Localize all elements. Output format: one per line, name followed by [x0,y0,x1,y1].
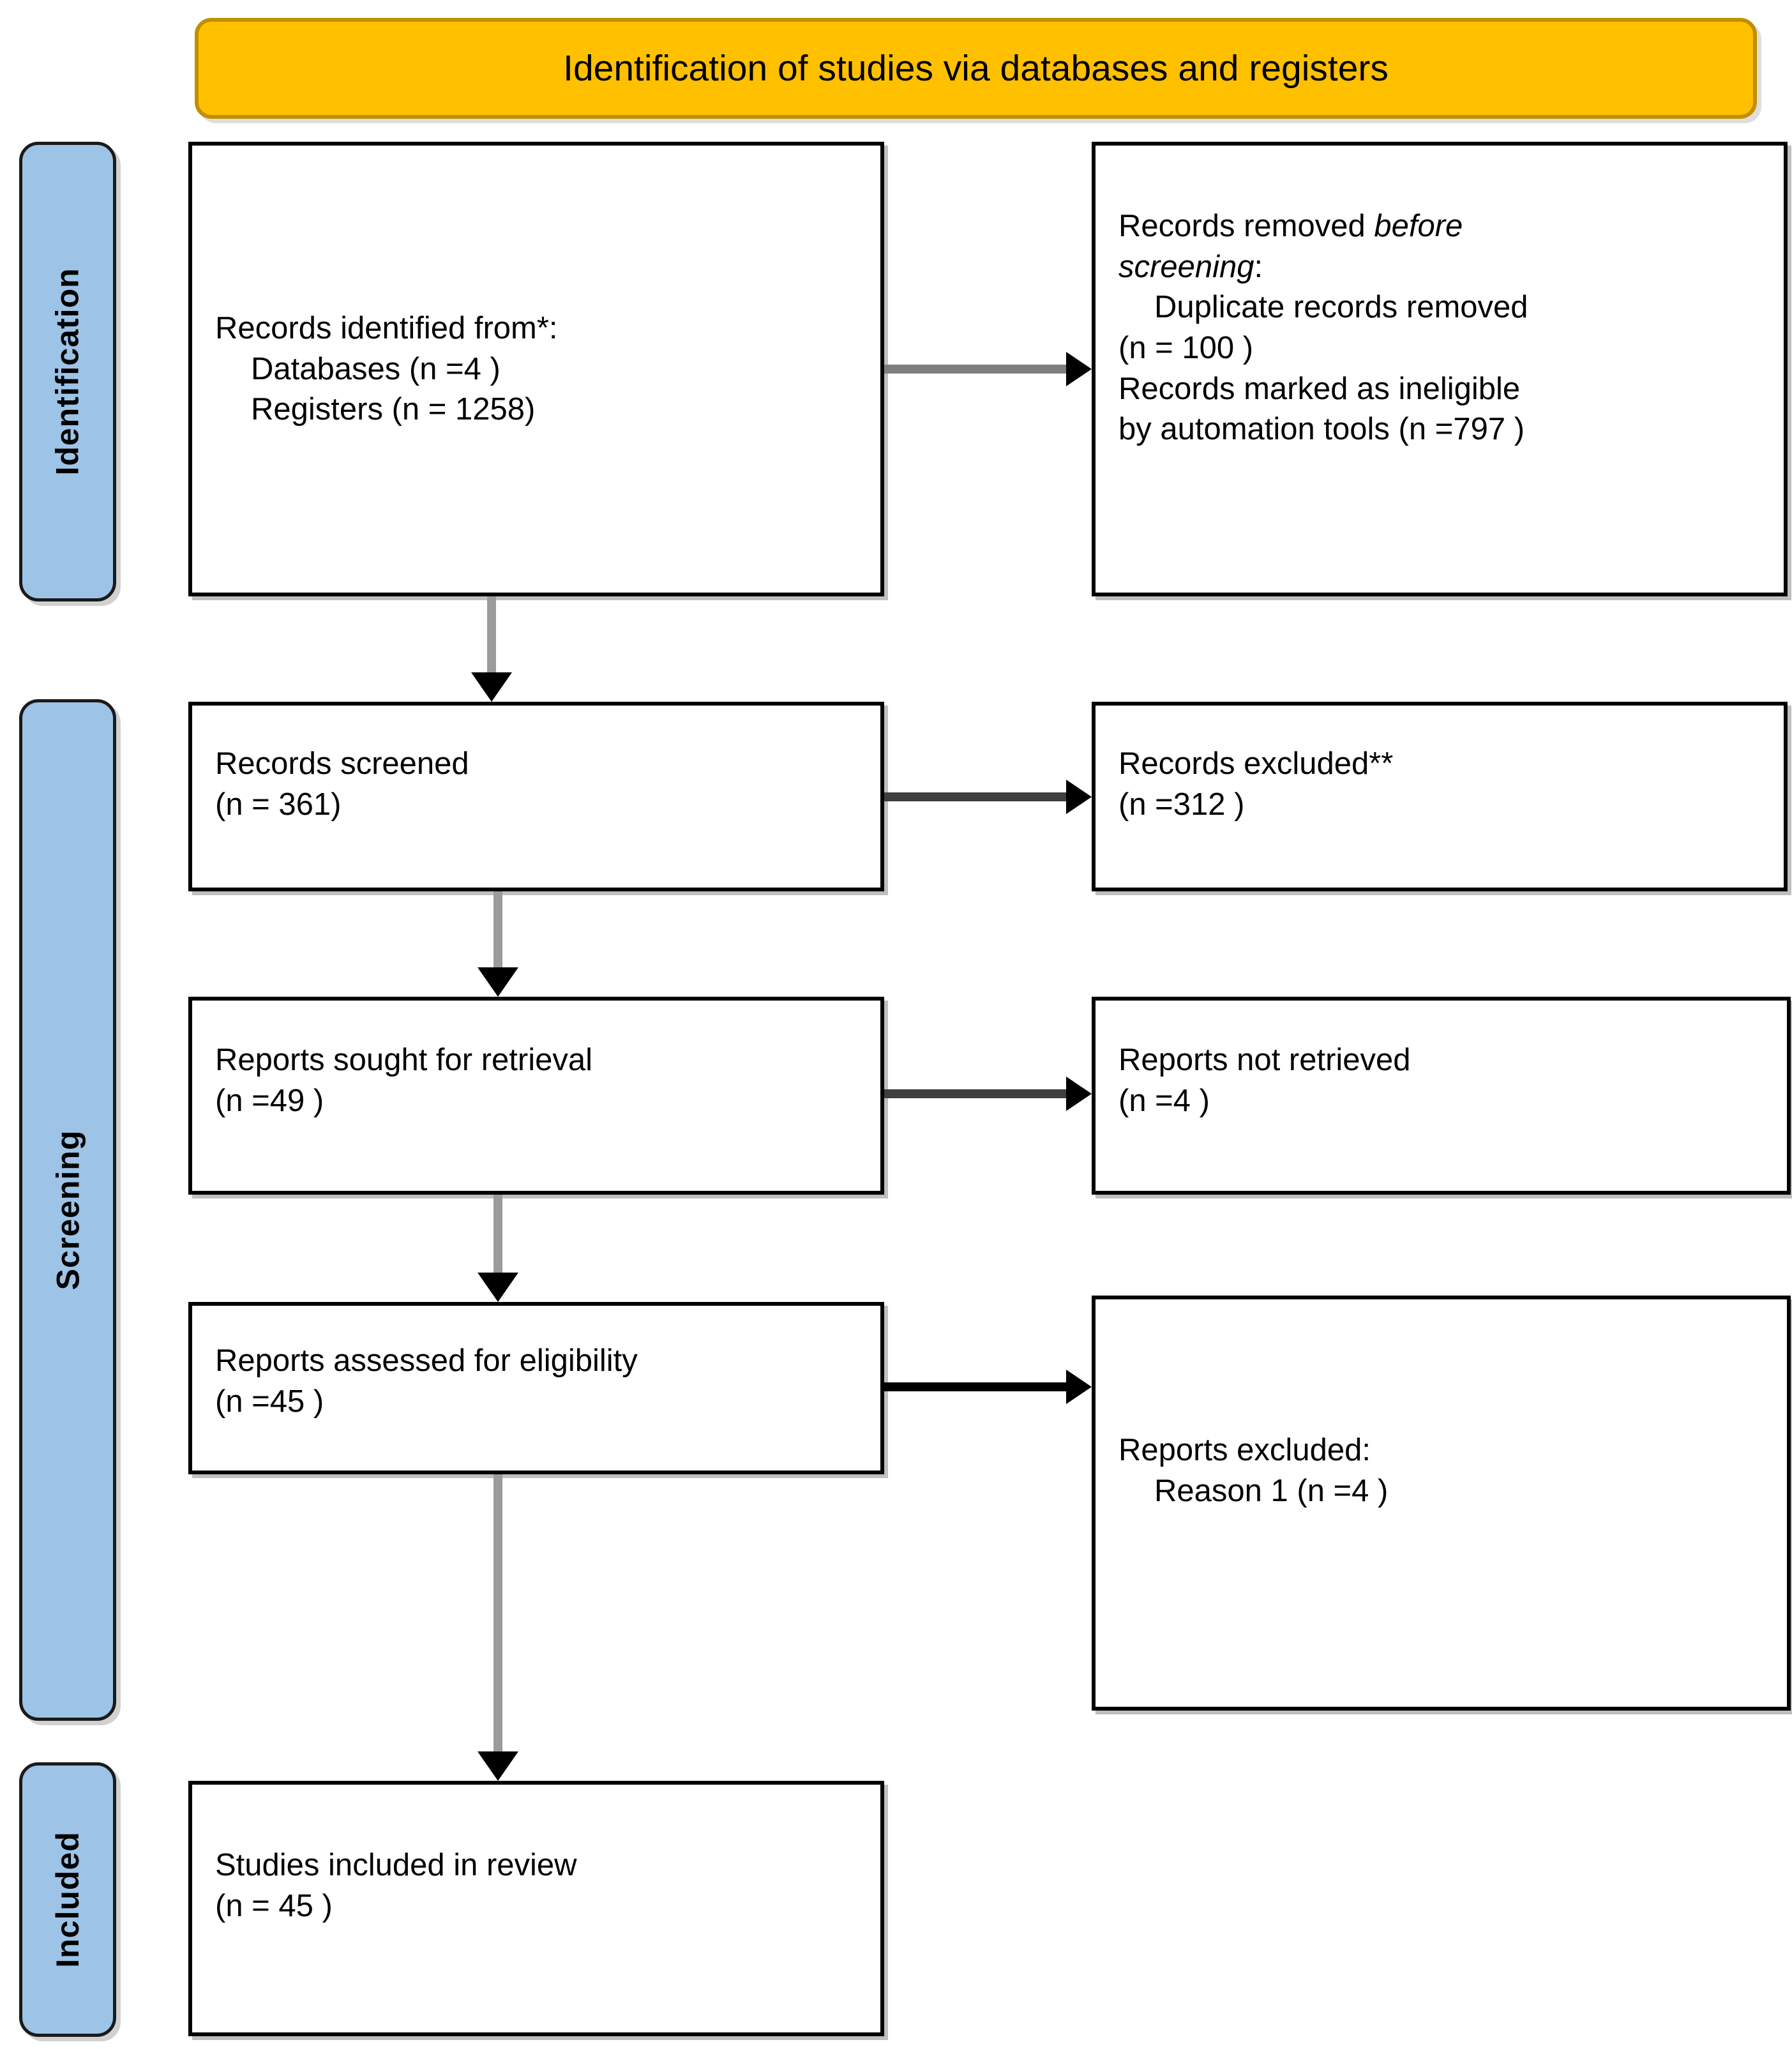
records-identified-line3: Registers (n = 1258) [251,392,536,427]
box-reports-excluded-body: Reports excluded: Reason 1 (n =4 ) [1118,1430,1774,1511]
stage-label-included: Included [19,1762,116,2037]
reports-not-retrieved-line1: Reports not retrieved [1118,1043,1411,1077]
arrow-head-icon [478,1273,518,1302]
arrow-head-icon [1066,1370,1092,1404]
box-records-screened: Records screened (n = 361) [188,702,884,891]
studies-included-line2: (n = 45 ) [215,1888,333,1923]
box-reports-excluded: Reports excluded: Reason 1 (n =4 ) [1092,1296,1791,1711]
box-records-removed-body: Records removed before screening: Duplic… [1118,206,1771,450]
records-removed-line1-plain: Records removed [1118,209,1374,243]
box-records-removed: Records removed before screening: Duplic… [1092,142,1788,596]
arrow-head-icon [1066,352,1092,386]
records-removed-line4: (n = 100 ) [1118,331,1254,366]
records-screened-line2: (n = 361) [215,787,342,822]
stage-label-included-text: Included [50,1831,86,1968]
header-banner-title: Identification of studies via databases … [563,48,1389,89]
arrow-shaft [884,792,1068,801]
box-reports-assessed: Reports assessed for eligibility (n =45 … [188,1302,884,1474]
reports-assessed-line1: Reports assessed for eligibility [215,1343,638,1378]
records-excluded-line2: (n =312 ) [1118,787,1245,822]
reports-excluded-line2: Reason 1 (n =4 ) [1154,1473,1389,1508]
arrow-head-icon [1066,780,1092,814]
box-reports-sought-body: Reports sought for retrieval (n =49 ) [215,1040,868,1121]
records-excluded-line1: Records excluded** [1118,746,1394,781]
arrow-shaft [493,1195,502,1274]
records-removed-line3: Duplicate records removed [1154,290,1528,325]
records-removed-line2: screening: [1118,247,1771,288]
arrow-head-icon [478,1751,518,1781]
box-records-screened-body: Records screened (n = 361) [215,744,868,825]
stage-label-screening-text: Screening [50,1130,86,1290]
reports-sought-line2: (n =49 ) [215,1083,324,1118]
arrow-head-icon [1066,1077,1092,1111]
records-removed-line2-plain: : [1254,249,1263,284]
header-banner: Identification of studies via databases … [195,18,1757,119]
records-removed-line1-italic: before [1374,209,1463,243]
box-studies-included: Studies included in review (n = 45 ) [188,1781,884,2036]
records-removed-line5: Records marked as ineligible [1118,371,1521,406]
arrow-shaft [884,1382,1068,1391]
studies-included-line1: Studies included in review [215,1848,577,1882]
box-records-identified-body: Records identified from*: Databases (n =… [215,308,868,430]
records-identified-line2: Databases (n =4 ) [251,351,501,386]
reports-excluded-line1: Reports excluded: [1118,1433,1371,1467]
box-studies-included-body: Studies included in review (n = 45 ) [215,1845,868,1926]
arrow-head-icon [471,672,512,702]
arrow-shaft [493,1474,502,1754]
box-records-excluded-body: Records excluded** (n =312 ) [1118,744,1771,825]
box-reports-not-retrieved: Reports not retrieved (n =4 ) [1092,997,1791,1195]
box-records-excluded: Records excluded** (n =312 ) [1092,702,1788,891]
reports-assessed-line2: (n =45 ) [215,1384,324,1419]
records-removed-line6: by automation tools (n =797 ) [1118,412,1525,447]
records-screened-line1: Records screened [215,746,469,781]
box-records-identified: Records identified from*: Databases (n =… [188,142,884,596]
box-reports-sought: Reports sought for retrieval (n =49 ) [188,997,884,1195]
arrow-shaft [493,891,502,969]
stage-label-screening: Screening [19,699,116,1721]
arrow-shaft [487,596,496,674]
reports-not-retrieved-line2: (n =4 ) [1118,1083,1210,1118]
arrow-shaft [884,365,1068,374]
records-identified-line1: Records identified from*: [215,311,558,345]
stage-label-identification-text: Identification [50,268,86,476]
reports-sought-line1: Reports sought for retrieval [215,1043,592,1077]
records-removed-line2-italic: screening [1118,249,1254,284]
box-reports-assessed-body: Reports assessed for eligibility (n =45 … [215,1341,868,1422]
box-reports-not-retrieved-body: Reports not retrieved (n =4 ) [1118,1040,1774,1121]
arrow-shaft [884,1089,1068,1098]
records-removed-line1: Records removed before [1118,206,1771,247]
stage-label-identification: Identification [19,142,116,601]
arrow-head-icon [478,967,518,997]
